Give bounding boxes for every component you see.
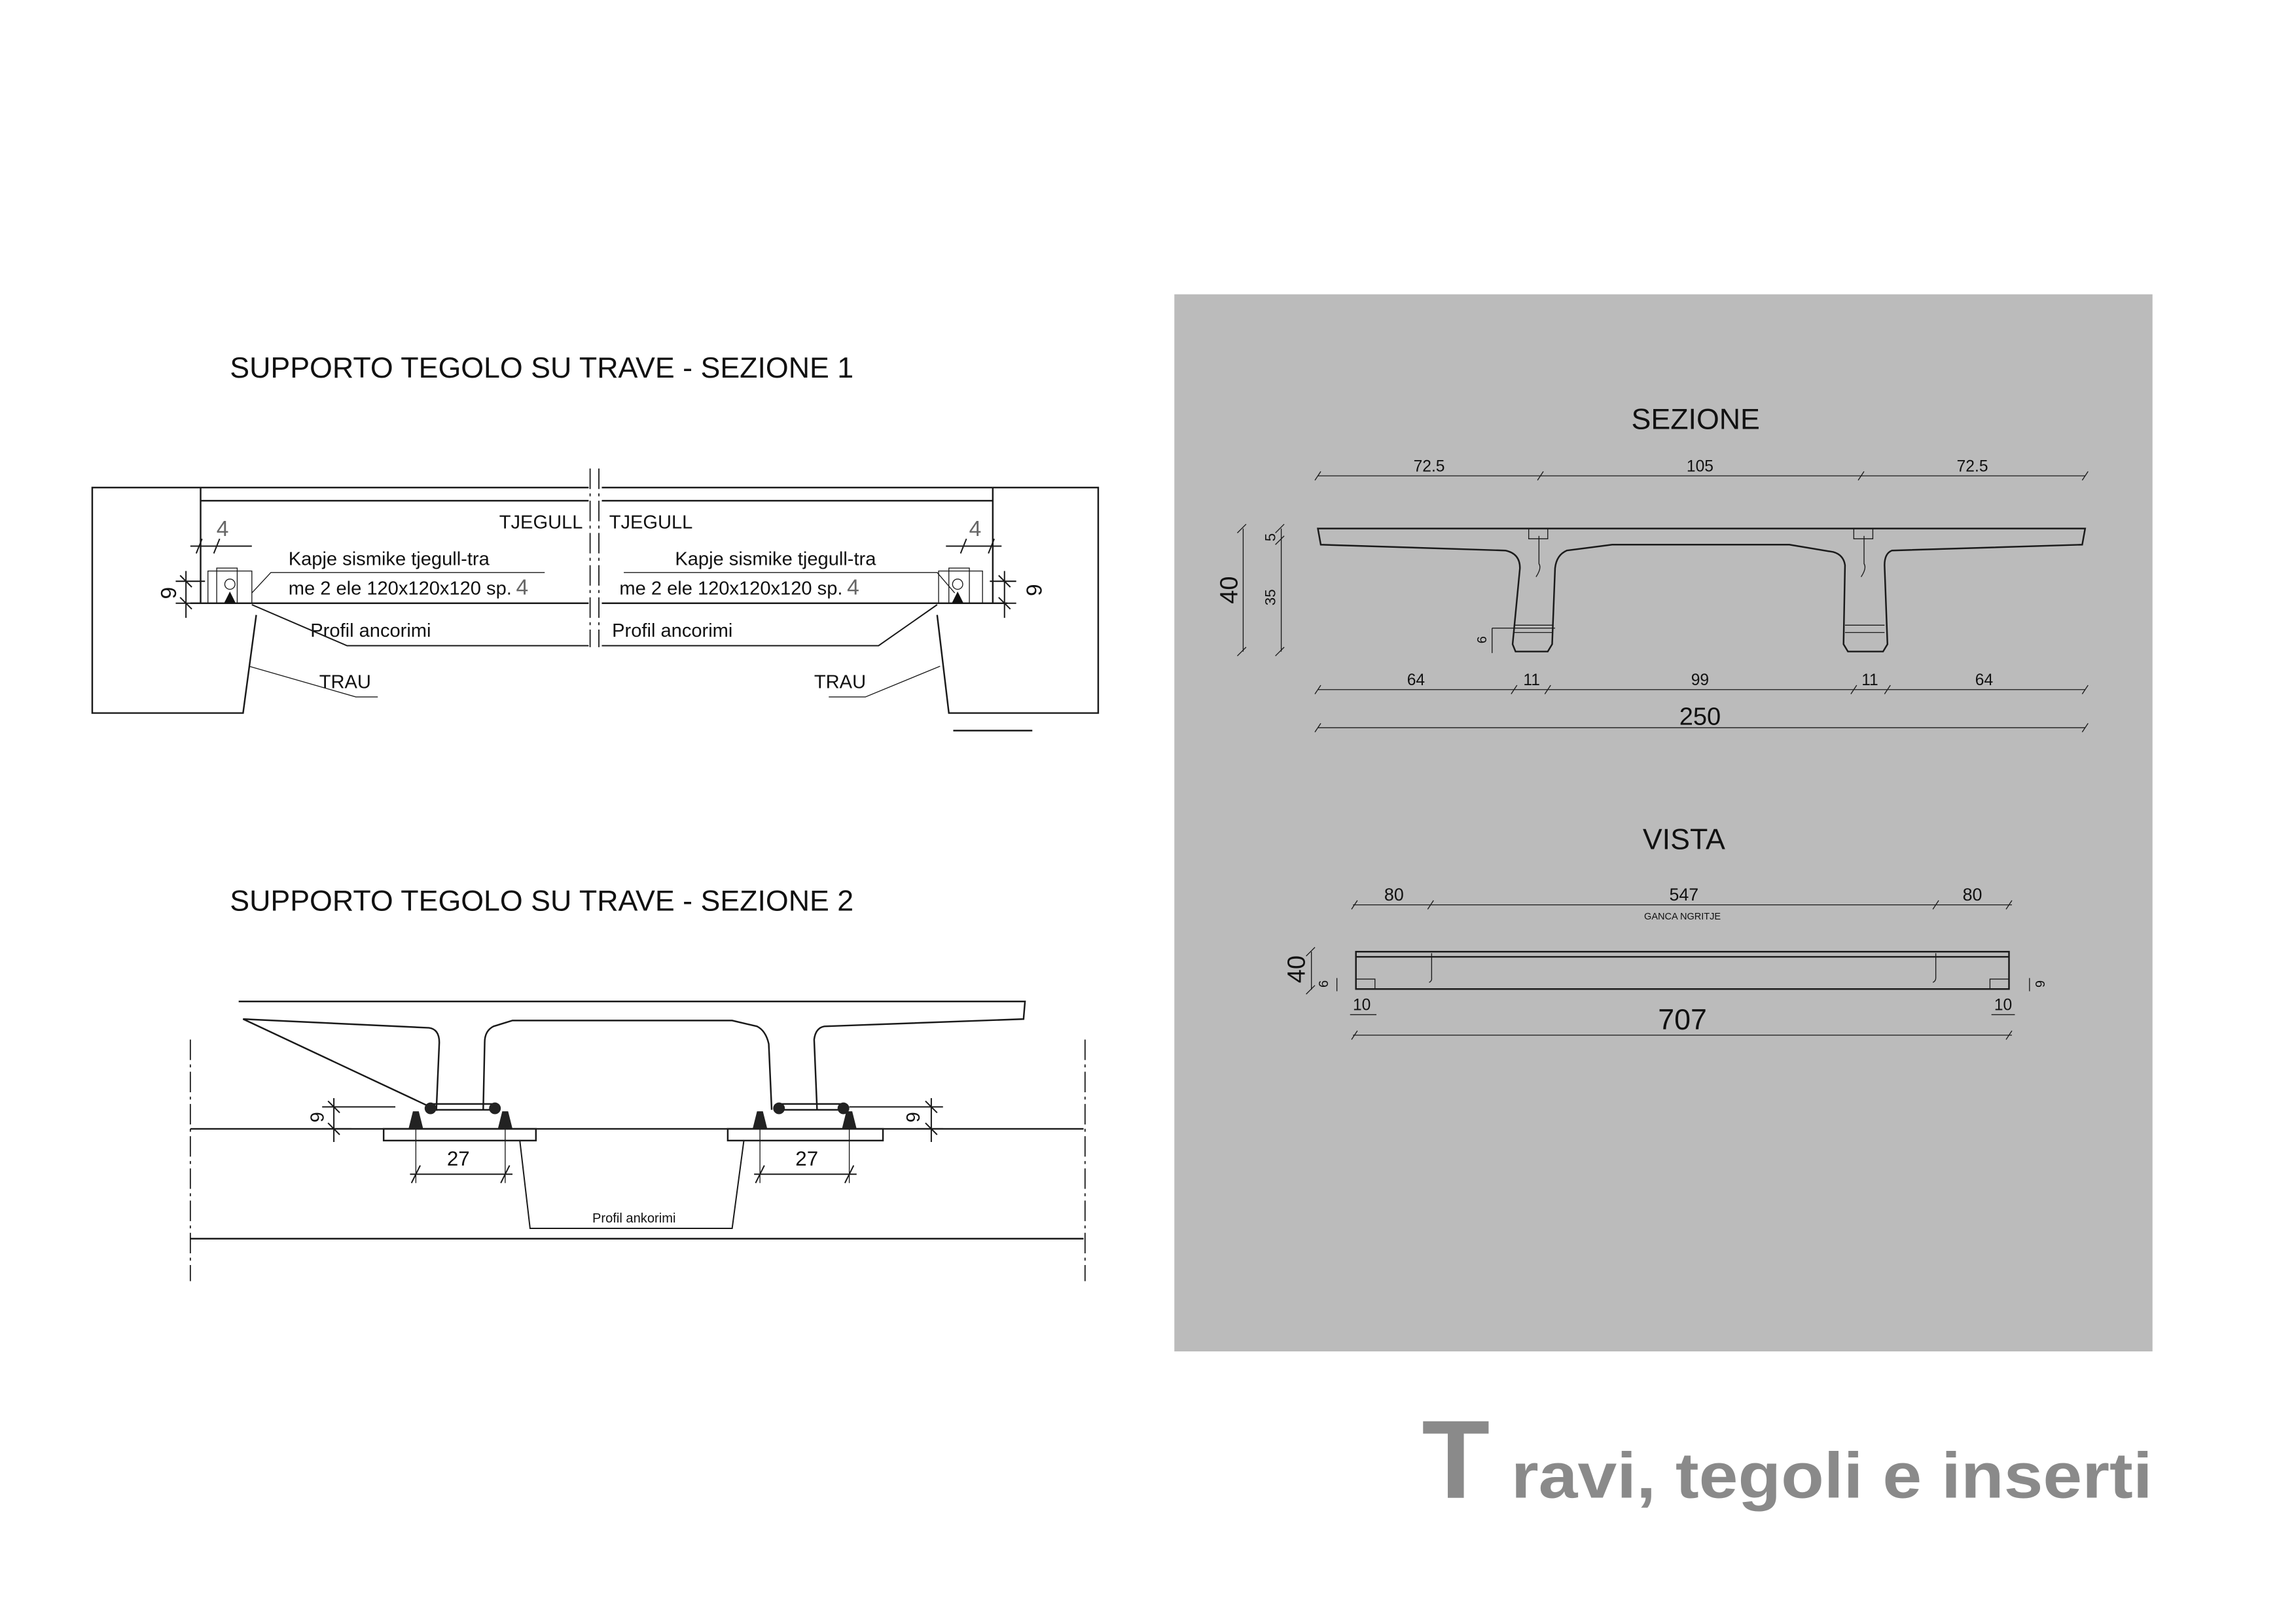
sheet-title: T ravi, tegoli e inserti [1422, 1398, 2152, 1522]
anchor-profile-label-right: Profil ancorimi [612, 620, 732, 641]
seismic-bracket-right [938, 567, 983, 604]
anchor-plate-right [726, 1102, 884, 1183]
seismic-note-left-line1: Kapje sismike tjegull-tra [289, 549, 490, 570]
bottom-dim-2: 11 [1523, 671, 1540, 689]
anchor-plate-left [382, 1102, 537, 1183]
svg-text:6: 6 [306, 1112, 327, 1122]
bottom-dim-3: 99 [1691, 671, 1709, 689]
tile-slab [190, 486, 1008, 604]
anchor-profile-label: Profil ankorimi [592, 1211, 675, 1226]
section-2-title: SUPPORTO TEGOLO SU TRAVE - SEZIONE 2 [230, 885, 853, 918]
gap-dimension-right: 4 [946, 517, 1002, 554]
break-line [589, 468, 600, 647]
tile-label-left: TJEGULL [499, 512, 583, 533]
vista-title: VISTA [1643, 823, 1725, 856]
sheet-title-initial: T [1422, 1398, 1490, 1522]
right-support-block [936, 486, 1100, 714]
seismic-leader-lines [251, 572, 956, 594]
end-length-left: 10 [1353, 997, 1371, 1014]
section-1: SUPPORTO TEGOLO SU TRAVE - SEZIONE 1 TJE… [91, 351, 1100, 732]
hook-label: GANCA NGRITJE [1644, 912, 1721, 922]
sezione-drawing: SEZIONE 72.5 105 72.5 40 5 35 6 64 11 99… [1215, 403, 2089, 733]
total-length: 707 [1658, 1003, 1707, 1036]
end-height-left: 6 [1317, 980, 1331, 988]
height-dimension-right: 6 [849, 1097, 943, 1143]
svg-text:6: 6 [156, 587, 180, 599]
tile-label-right: TJEGULL [609, 512, 693, 533]
vista-drawing: VISTA 80 547 80 GANCA NGRITJE 40 6 6 10 … [1283, 823, 2047, 1040]
sheet-title-text: ravi, tegoli e inserti [1511, 1440, 2153, 1512]
top-dim-3: 80 [1963, 885, 1982, 904]
tile-elevation [1355, 950, 2010, 990]
height: 40 [1283, 955, 1310, 983]
anchor-profile-leaders [251, 604, 938, 647]
svg-text:27: 27 [447, 1147, 470, 1170]
beam-leaders [249, 666, 941, 698]
axis-lines [189, 1039, 1086, 1281]
bottom-dim-1: 64 [1407, 671, 1425, 689]
height-dimension-right: 6 [990, 571, 1045, 618]
end-length-right: 10 [1994, 997, 2012, 1014]
top-dimension-line [1351, 900, 2013, 910]
total-width: 250 [1679, 703, 1721, 730]
sezione-title: SEZIONE [1632, 403, 1760, 436]
svg-text:4: 4 [217, 517, 229, 541]
height-dimension-lines [1236, 524, 1555, 656]
tile-section-outline [1317, 527, 2087, 652]
top-dim-3: 72.5 [1957, 457, 1988, 475]
bolt-spacing-dimension-right: 27 [754, 1147, 857, 1184]
height-dimension-left: 6 [156, 571, 206, 618]
bottom-dim-4: 11 [1861, 671, 1878, 689]
beam-label-left: TRAU [319, 672, 371, 693]
height-dimension-lines [1306, 947, 2030, 995]
hooks-and-end-supports [1355, 953, 2009, 990]
top-dimension-line [1314, 471, 2089, 481]
anchor-profile [519, 1140, 745, 1230]
lifting-hooks [1514, 528, 1885, 633]
seismic-note-right-line1: Kapje sismike tjegull-tra [675, 549, 876, 570]
bottom-dimension-line [1314, 685, 2089, 694]
top-dim-1: 72.5 [1414, 457, 1445, 475]
svg-text:4: 4 [969, 517, 982, 541]
top-dim-2: 547 [1669, 885, 1698, 904]
total-dimension-line [1314, 722, 2089, 733]
top-dim-1: 80 [1384, 885, 1404, 904]
seismic-note-left-line2: me 2 ele 120x120x120 sp.4 [289, 575, 528, 599]
seismic-note-right-line2: me 2 ele 120x120x120 sp.4 [619, 575, 859, 599]
svg-text:27: 27 [795, 1147, 818, 1170]
foot-height: 6 [1475, 636, 1490, 643]
height-stem: 35 [1263, 589, 1279, 605]
end-height-right: 6 [2032, 980, 2047, 988]
total-dimension-line [1351, 1030, 2013, 1040]
beam-label-right: TRAU [814, 672, 866, 693]
seismic-bracket-left [207, 567, 253, 604]
height-dimension-left: 6 [306, 1097, 396, 1143]
top-dim-2: 105 [1687, 457, 1713, 475]
gap-dimension-left: 4 [190, 517, 252, 554]
section-2: SUPPORTO TEGOLO SU TRAVE - SEZIONE 2 27 … [189, 885, 1086, 1281]
height-flange: 5 [1263, 533, 1279, 541]
svg-text:6: 6 [902, 1112, 923, 1122]
section-1-title: SUPPORTO TEGOLO SU TRAVE - SEZIONE 1 [230, 351, 853, 384]
svg-text:6: 6 [1021, 584, 1045, 596]
left-support-block [91, 486, 257, 714]
tile-double-t [238, 1001, 1026, 1111]
bottom-dim-5: 64 [1975, 671, 1993, 689]
height-total: 40 [1215, 576, 1243, 603]
detail-panel [1174, 294, 2153, 1351]
bolt-spacing-dimension-left: 27 [410, 1147, 513, 1184]
